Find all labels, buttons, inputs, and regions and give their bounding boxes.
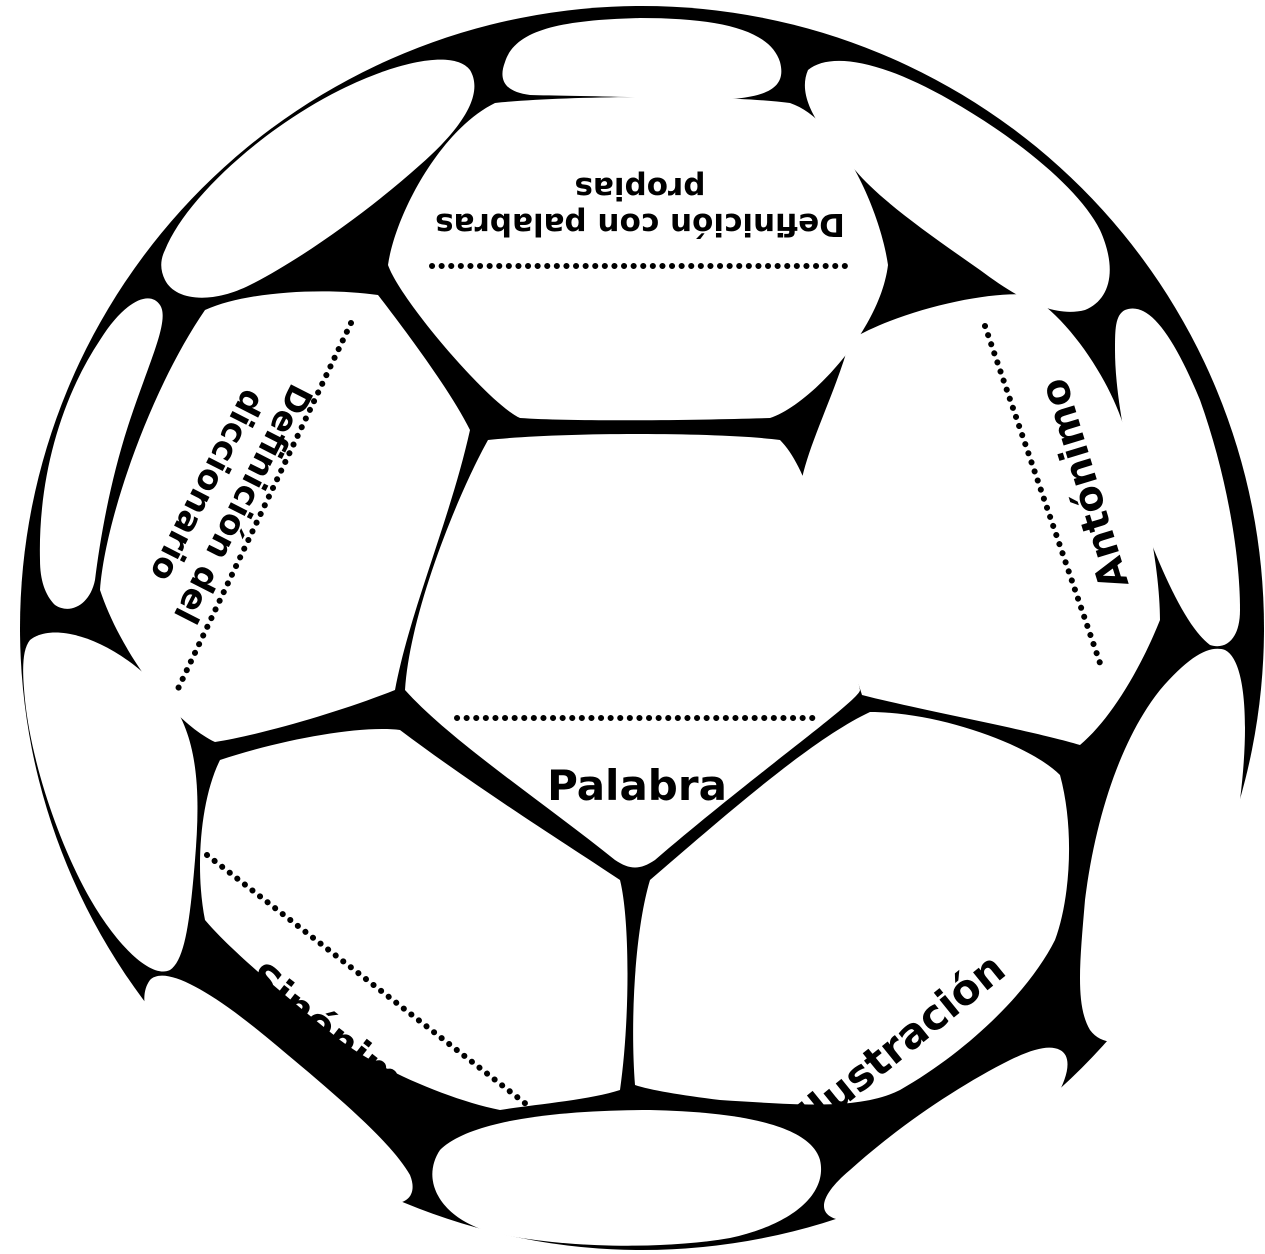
label-definicion-propias-line2: propias xyxy=(575,170,706,206)
rim-panel-top xyxy=(502,18,781,100)
rim-panel-bottom xyxy=(432,1110,821,1246)
label-definicion-propias-line1: Definición con palabras xyxy=(435,206,845,242)
label-palabra: Palabra xyxy=(547,761,727,810)
